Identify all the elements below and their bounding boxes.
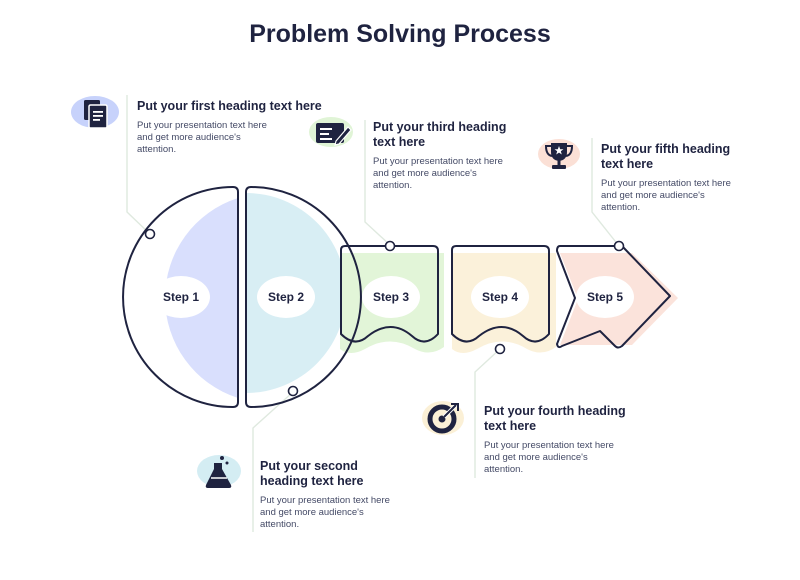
target-icon [427, 403, 459, 434]
connector-step1 [126, 95, 151, 235]
step4-heading: Put your fourth heading text here [484, 404, 626, 433]
document-icon [84, 100, 108, 129]
page-title: Problem Solving Process [249, 20, 551, 48]
step-outlines [122, 186, 671, 408]
step2-label: Step 2 [268, 290, 304, 304]
step5-outline [556, 245, 671, 349]
step5-label: Step 5 [587, 290, 623, 304]
step1-pill [152, 276, 210, 318]
step3-outline [340, 245, 439, 343]
dot-step5 [613, 240, 625, 252]
step4-pill [471, 276, 529, 318]
step1-heading: Put your first heading text here [137, 99, 322, 113]
step3-heading: Put your third heading text here [373, 120, 507, 149]
step4-outline [451, 245, 550, 343]
connector-step5 [591, 138, 620, 247]
connector-step3 [364, 120, 391, 246]
step4-text: Put your fourth heading text here Put yo… [484, 404, 674, 476]
step1-outline [122, 186, 239, 408]
connector-dots [144, 228, 625, 397]
step2-heading: Put your second heading text here [260, 459, 364, 488]
step1-label: Step 1 [163, 290, 199, 304]
dot-step2 [287, 385, 299, 397]
step3-label: Step 3 [373, 290, 409, 304]
flask-icon [205, 456, 232, 488]
dot-step3 [384, 240, 396, 252]
step2-body: Put your presentation text here and get … [260, 495, 390, 530]
step3-pill [362, 276, 420, 318]
step2-outline [245, 186, 362, 408]
dot-step4 [494, 343, 506, 355]
dot-step1 [144, 228, 156, 240]
step1-text: Put your first heading text here Put you… [137, 99, 327, 156]
step3-text: Put your third heading text here Put you… [373, 120, 563, 192]
step4-label: Step 4 [482, 290, 518, 304]
step5-text: Put your fifth heading text here Put you… [601, 142, 791, 214]
trophy-icon [544, 143, 574, 169]
step3-body: Put your presentation text here and get … [373, 156, 503, 191]
step5-body: Put your presentation text here and get … [601, 178, 731, 213]
step-label-pills [152, 276, 634, 318]
step-labels: Step 1 Step 2 Step 3 Step 4 Step 5 [163, 290, 623, 304]
step2-pill [257, 276, 315, 318]
step5-heading: Put your fifth heading text here [601, 142, 731, 171]
step4-body: Put your presentation text here and get … [484, 440, 614, 475]
step2-text: Put your second heading text here Put yo… [260, 459, 450, 531]
step5-pill [576, 276, 634, 318]
step1-body: Put your presentation text here and get … [137, 120, 267, 155]
signature-icon [316, 123, 352, 146]
connector-step4 [474, 348, 501, 478]
